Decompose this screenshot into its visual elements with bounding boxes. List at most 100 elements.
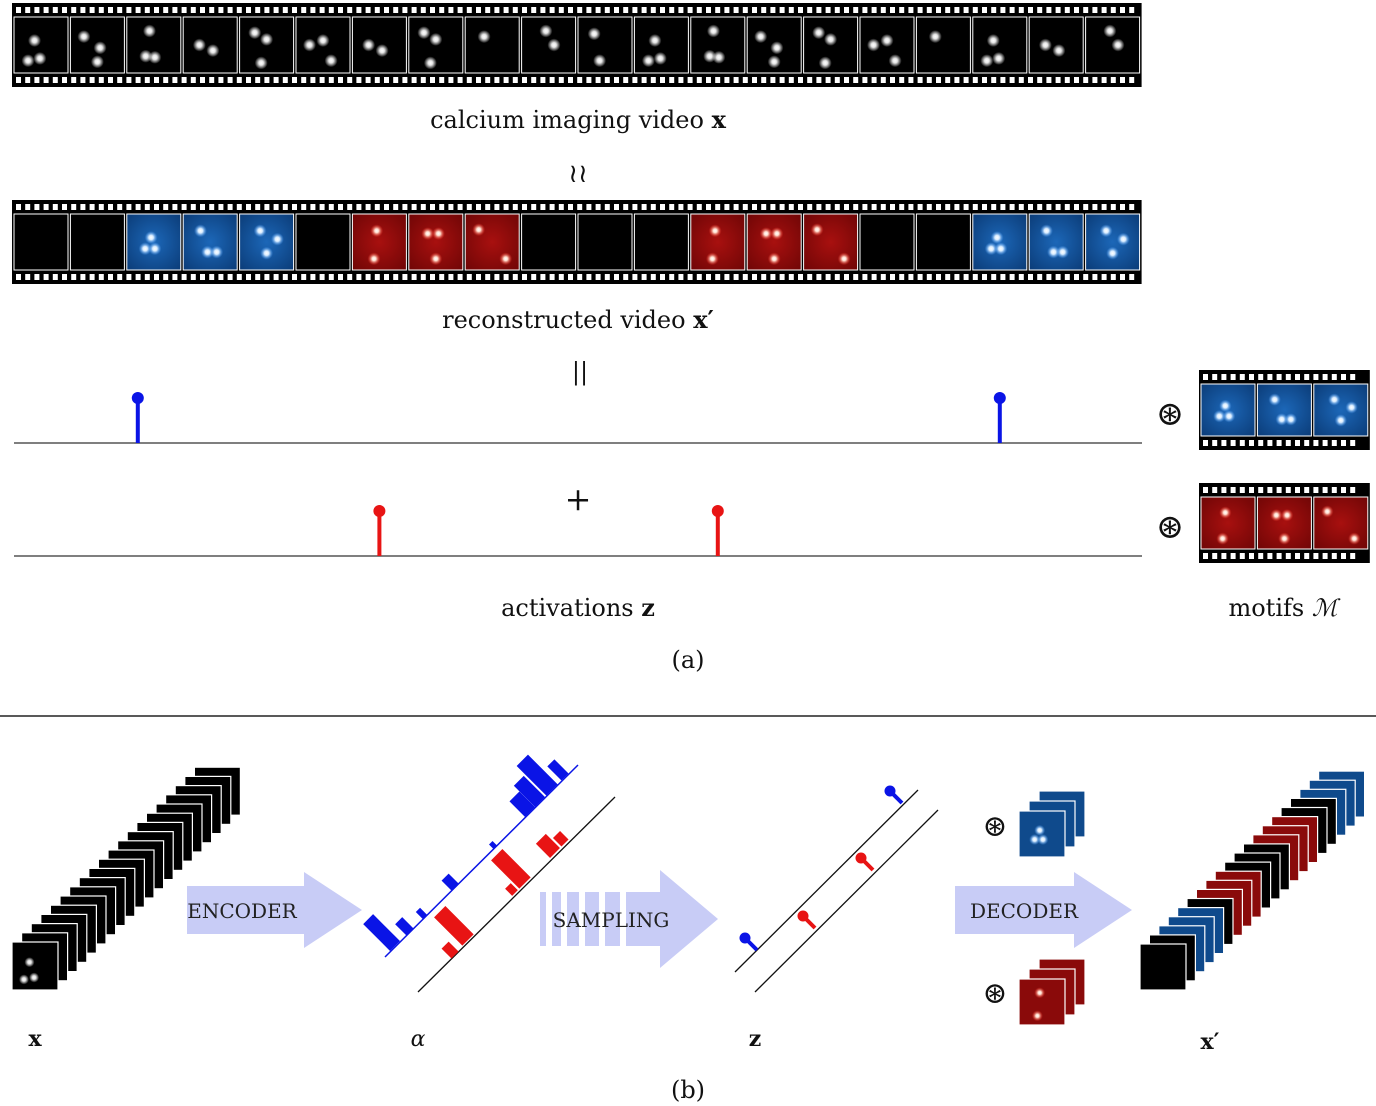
sprocket-hole (181, 77, 187, 83)
neuron-spot (28, 34, 41, 47)
film-frame (1200, 496, 1256, 550)
neuron-spot (194, 224, 207, 238)
sprocket-hole (264, 274, 270, 280)
alpha-red-bar (505, 883, 518, 896)
sprocket-hole (816, 274, 822, 280)
film-frame (690, 213, 746, 271)
sprocket-hole (25, 204, 31, 210)
sprocket-hole (899, 204, 905, 210)
sprocket-hole (89, 274, 95, 280)
sprocket-hole (577, 7, 583, 13)
sprocket-hole (650, 204, 656, 210)
sprocket-hole (779, 274, 785, 280)
sprocket-hole (1350, 487, 1356, 493)
sprocket-hole (890, 274, 895, 280)
sprocket-hole (678, 204, 684, 210)
sprocket-hole (1304, 487, 1310, 493)
sprocket-hole (522, 7, 527, 13)
sprocket-hole (982, 77, 987, 83)
sprocket-hole (568, 204, 573, 210)
neuron-spot (370, 224, 384, 238)
sprocket-hole (16, 77, 21, 83)
sprocket-hole (991, 7, 997, 13)
sprocket-hole (650, 274, 656, 280)
sprocket-hole (936, 274, 941, 280)
sprocket-hole (1322, 440, 1328, 446)
film-frame (915, 16, 971, 74)
sprocket-hole (301, 204, 307, 210)
film-frame (69, 213, 125, 271)
neuron-spot (260, 32, 274, 46)
sprocket-hole (982, 274, 987, 280)
sprocket-hole (926, 7, 932, 13)
sprocket-hole (402, 204, 408, 210)
sprocket-hole (80, 274, 86, 280)
sprocket-hole (972, 204, 978, 210)
sprocket-hole (485, 274, 491, 280)
sprocket-hole (1101, 77, 1107, 83)
neuron-spot (818, 56, 832, 70)
sprocket-hole (172, 77, 178, 83)
sprocket-hole (209, 7, 215, 13)
neuron-spot (1111, 38, 1125, 52)
sprocket-hole (1350, 440, 1356, 446)
sprocket-hole (871, 204, 877, 210)
sprocket-hole (154, 204, 159, 210)
stack-frame (11, 941, 59, 991)
sprocket-hole (80, 7, 86, 13)
sprocket-hole (190, 77, 196, 83)
sprocket-hole (393, 77, 399, 83)
sprocket-hole (595, 274, 601, 280)
film-frame (746, 16, 802, 74)
sprocket-hole (62, 274, 67, 280)
neuron-spot (1222, 410, 1236, 423)
sprocket-hole (1313, 553, 1319, 559)
sprocket-hole (890, 77, 895, 83)
sprocket-hole (457, 77, 463, 83)
sprocket-hole (163, 204, 169, 210)
sprocket-hole (1092, 204, 1098, 210)
neuron-spot (499, 252, 513, 266)
sprocket-hole (1055, 204, 1061, 210)
sprocket-hole (310, 77, 316, 83)
red-activation-stem (711, 505, 724, 556)
sprocket-hole (908, 274, 914, 280)
sprocket-hole (1064, 77, 1070, 83)
sprocket-hole (687, 274, 693, 280)
sprocket-hole (926, 77, 932, 83)
neuron-spot (1278, 532, 1291, 545)
sprocket-hole (1046, 204, 1052, 210)
sprocket-hole (1009, 274, 1015, 280)
sprocket-hole (1249, 553, 1254, 559)
sprocket-hole (80, 204, 86, 210)
sprocket-hole (770, 274, 776, 280)
sprocket-hole (788, 77, 794, 83)
sprocket-hole (117, 77, 123, 83)
sprocket-hole (844, 274, 849, 280)
sprocket-hole (853, 204, 859, 210)
sprocket-hole (540, 7, 546, 13)
sprocket-hole (752, 204, 757, 210)
neuron-spot (547, 38, 561, 52)
sprocket-hole (890, 7, 895, 13)
sprocket-hole (687, 77, 693, 83)
neuron-spot (1334, 414, 1348, 427)
sprocket-hole (568, 77, 573, 83)
sprocket-hole (798, 77, 803, 83)
neuron-spot (1284, 413, 1298, 426)
neuron-spot (24, 957, 35, 968)
sprocket-hole (1000, 274, 1006, 280)
sprocket-hole (319, 204, 325, 210)
sprocket-hole (1046, 77, 1052, 83)
neuron-spot (303, 38, 316, 52)
sprocket-hole (945, 77, 951, 83)
sprocket-hole (154, 7, 159, 13)
neuron-spot (148, 242, 162, 256)
sprocket-hole (16, 274, 21, 280)
alpha-blue-bar (509, 791, 535, 817)
sprocket-hole (273, 204, 279, 210)
sprocket-hole (62, 7, 67, 13)
sprocket-hole (209, 204, 215, 210)
sprocket-hole (135, 204, 141, 210)
film-base (12, 200, 1142, 284)
